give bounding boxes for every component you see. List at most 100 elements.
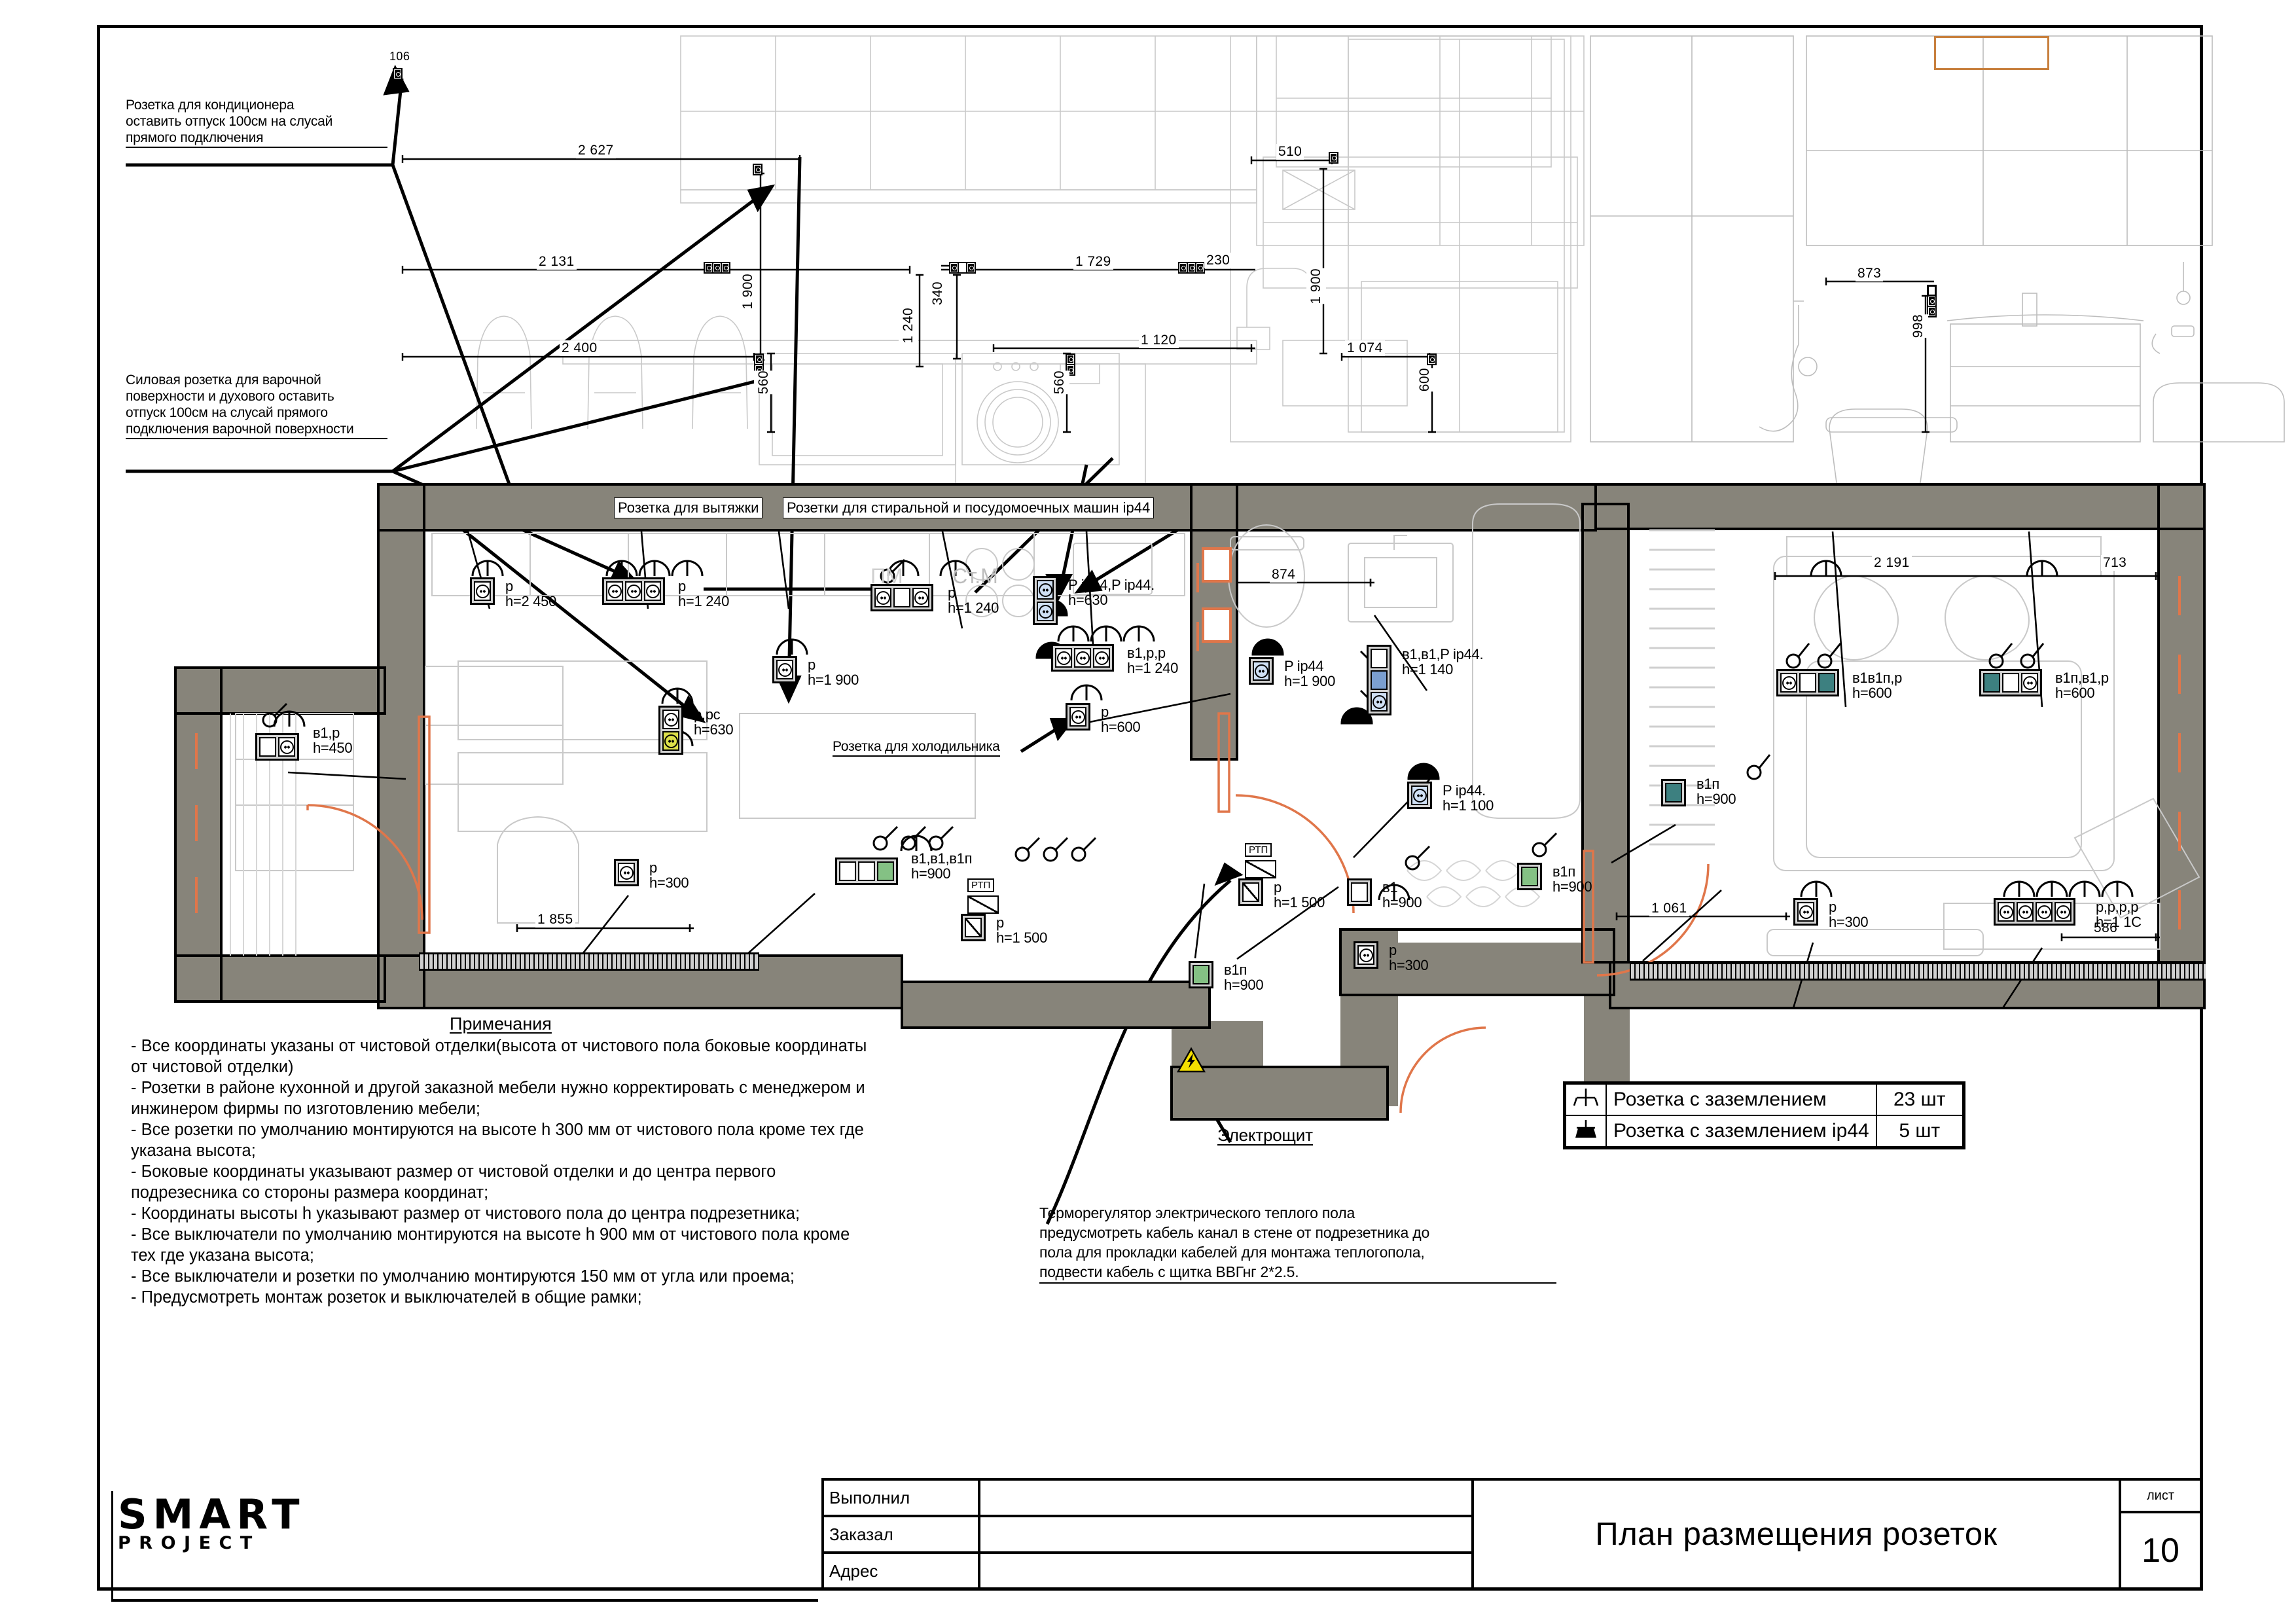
legend-table: Розетка с заземлением 23 шт Розетка с за… [1563, 1081, 1965, 1149]
device-switch-switch-ip44-h1140[interactable] [1367, 645, 1391, 715]
title-block-label-address: Адрес [829, 1561, 878, 1581]
device-thermostat-h1500-living[interactable] [961, 914, 986, 941]
device-socket-h300-bedroom[interactable] [1793, 898, 1818, 926]
device-label-d8: в1,p,p h=1 240 [1127, 645, 1179, 676]
device-label-d24: в1п h=900 [1224, 962, 1264, 993]
dimension-1240-elev: 1 240 [899, 308, 918, 344]
dimension-1074: 1 074 [1345, 340, 1385, 356]
device-socket-ip44-h1100[interactable] [1407, 782, 1432, 809]
label-hood-socket: Розетка для вытяжки [614, 497, 763, 518]
dimension-2400: 2 400 [560, 340, 600, 356]
floor-hatch-left [419, 952, 759, 971]
electrical-hazard-icon [1177, 1047, 1206, 1073]
company-logo: SMART PROJECT [118, 1494, 314, 1553]
dimension-510: 510 [1276, 144, 1304, 160]
legend-row: Розетка с заземлением 23 шт [1565, 1083, 1964, 1116]
dimension-1900-b: 1 900 [1306, 268, 1326, 304]
device-socket-triple-h1240-b[interactable] [870, 584, 933, 611]
device-switch-socket-h600-right[interactable] [1979, 669, 2042, 696]
elevation-device-bath [1927, 285, 1937, 317]
device-label-d7: P ip44,P ip44. h=630 [1068, 577, 1155, 608]
device-socket-h2450[interactable] [470, 577, 495, 605]
legend-row: Розетка с заземлением ip44 5 шт [1565, 1115, 1964, 1147]
device-socket-triple-h1240-a[interactable] [602, 577, 665, 605]
note-item: - Координаты высоты h указывают размер о… [131, 1204, 800, 1223]
elevation-device-counter [1427, 353, 1437, 365]
wall-bottom-mid [902, 982, 1210, 1028]
device-socket-pc-h630[interactable] [658, 706, 683, 755]
elevation-device-hob [754, 353, 764, 376]
note-item: - Боковые координаты указывают размер от… [131, 1163, 776, 1202]
device-label-d23: в1п h=900 [1552, 863, 1592, 895]
dimension-230: 230 [1204, 253, 1232, 268]
wall-bath-bottom [1398, 943, 1614, 995]
device-switch-socket-h450[interactable] [255, 733, 299, 761]
sheet-number: 10 [2142, 1532, 2179, 1570]
label-washer-sockets: Розетки для стиральной и посудомоечных м… [783, 497, 1155, 518]
device-switch-h900-hall[interactable] [1347, 878, 1372, 906]
notes-heading: Примечания [450, 1014, 552, 1034]
device-switch-teal-h900[interactable] [1661, 779, 1686, 806]
callout-hob-socket: Силовая розетка для варочной поверхности… [126, 372, 387, 439]
logo-underline [111, 1599, 818, 1602]
note-item: - Все выключатели по умолчанию монтируют… [131, 1225, 850, 1265]
notes-block: Примечания - Все координаты указаны от ч… [131, 1013, 870, 1308]
device-switch-green-h900-entry[interactable] [1189, 961, 1213, 988]
logo-divider [111, 1491, 113, 1601]
wall-far-left [175, 668, 221, 1001]
dimension-713: 713 [2101, 555, 2129, 571]
device-socket-ip44-h1900[interactable] [1249, 657, 1274, 685]
device-socket-quad-h110[interactable] [1994, 898, 2075, 926]
device-label-d6: p h=1 240 [948, 585, 999, 616]
wall-vert-kitchen-bath [1191, 484, 1237, 759]
device-label-d13: в1п h=900 [1696, 776, 1736, 807]
device-socket-h300-hall[interactable] [1354, 941, 1378, 969]
legend-label: Розетка с заземлением ip44 [1605, 1115, 1877, 1147]
device-label-d15: в1п,в1,p h=600 [2055, 670, 2109, 701]
wall-hall-left [378, 484, 424, 1008]
logo-line-2: PROJECT [118, 1533, 260, 1553]
dimension-1120: 1 120 [1139, 333, 1179, 348]
title-block-values [980, 1481, 1474, 1588]
socket-grounded-ip44-icon [1565, 1115, 1607, 1147]
label-fridge-socket: Розетка для холодильника [833, 738, 1000, 757]
wall-top-mid [1399, 484, 1596, 530]
device-label-d16: p h=300 [1829, 899, 1869, 930]
dimension-1900-a: 1 900 [738, 274, 758, 310]
elevation-device-group-b [949, 262, 976, 274]
device-switch-green-h900-hall[interactable] [1517, 863, 1542, 890]
floor-hatch-right [1630, 962, 2206, 981]
wall-top-right [1596, 484, 2204, 529]
device-label-d4: p,pc h=630 [694, 706, 734, 738]
dimension-2131: 2 131 [537, 254, 577, 270]
device-socket-fridge-h600[interactable] [1066, 703, 1090, 731]
title-block-value-client[interactable] [980, 1517, 1471, 1554]
thermostat-tag-a: РТП [967, 878, 995, 892]
device-switch-triple-h900[interactable] [835, 857, 898, 885]
elevation-device-washer [1066, 353, 1075, 376]
dimension-560-b: 560 [1050, 370, 1069, 395]
device-switch-socket-h600-left[interactable] [1776, 669, 1839, 696]
elevation-device-hood [753, 164, 762, 175]
dimension-106: 106 [387, 50, 412, 63]
device-label-d18: p h=300 [649, 859, 689, 891]
label-panel: Электрощит [1217, 1125, 1313, 1146]
elevation-device-fridge [1329, 152, 1338, 164]
device-socket-ip44-double-h630[interactable] [1033, 576, 1058, 625]
device-thermostat-h1500-hall[interactable] [1238, 878, 1263, 906]
title-block-value-address[interactable] [980, 1554, 1471, 1588]
device-socket-h300-living[interactable] [614, 859, 639, 886]
device-socket-h1900[interactable] [772, 656, 797, 683]
title-block-value-performer[interactable] [980, 1481, 1471, 1517]
device-label-d2: p h=1 240 [678, 578, 730, 609]
device-label-d21: p h=1 500 [1274, 879, 1325, 911]
dimension-600: 600 [1415, 368, 1435, 392]
dimension-1729: 1 729 [1073, 254, 1113, 270]
device-label-d3: p h=1 900 [808, 657, 859, 688]
note-item: - Все выключатели и розетки по умолчанию… [131, 1267, 795, 1286]
device-socket-triple-h1240-c[interactable] [1051, 644, 1114, 672]
device-label-d1: p h=2 450 [505, 578, 557, 609]
legend-count: 5 шт [1875, 1115, 1964, 1147]
note-item: - Все координаты указаны от чистовой отд… [131, 1037, 867, 1076]
callout-thermostat: Терморегулятор электрического теплого по… [1039, 1203, 1556, 1284]
